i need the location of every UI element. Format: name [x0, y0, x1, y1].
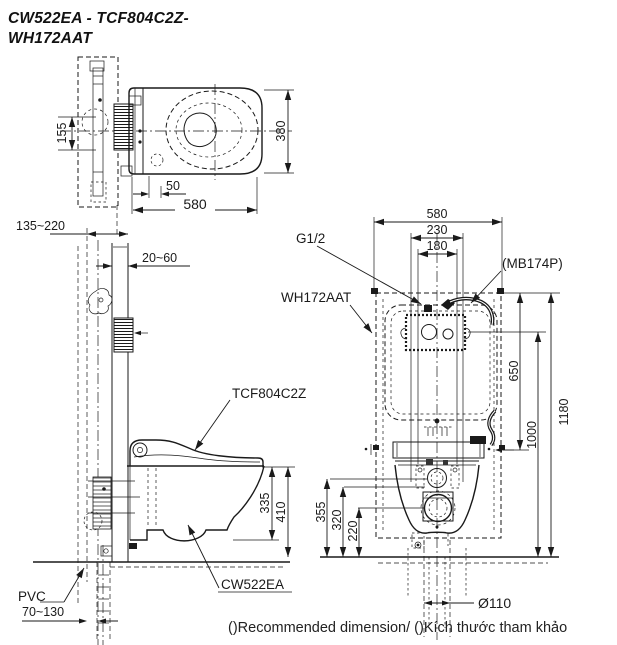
dim-180: 180	[427, 239, 448, 253]
footer-note: ()Recommended dimension/ ()Kích thước th…	[228, 620, 567, 636]
page-title-line1: CW522EA - TCF804C2Z-	[8, 10, 189, 27]
label-water-inlet: G1/2	[296, 231, 325, 246]
dim-650: 650	[507, 361, 521, 382]
dim-1180: 1180	[557, 399, 571, 426]
dim-1000: 1000	[525, 421, 539, 449]
dim-220: 220	[346, 521, 360, 542]
dim-580-front: 580	[427, 207, 448, 221]
dim-380: 380	[274, 121, 288, 142]
dim-20-60: 20~60	[142, 251, 177, 265]
dim-135-220: 135~220	[16, 219, 65, 233]
label-bowl-model: CW522EA	[221, 577, 284, 592]
dim-155: 155	[55, 123, 69, 144]
dim-320: 320	[330, 510, 344, 531]
dim-50: 50	[166, 179, 180, 193]
dim-110: Ø110	[478, 595, 511, 611]
dim-580-top: 580	[183, 196, 207, 212]
label-pvc: PVC	[18, 589, 46, 604]
dim-335: 335	[258, 493, 272, 514]
top-view: 155 380 50 580	[55, 56, 294, 236]
dim-410: 410	[274, 502, 288, 523]
front-view: 580 230 180	[281, 207, 571, 640]
label-tank-model: WH172AAT	[281, 290, 351, 305]
page-title-line2: WH172AAT	[8, 30, 93, 47]
dim-70-130: 70~130	[22, 605, 64, 619]
label-seat-model: TCF804C2Z	[232, 386, 306, 401]
side-view: 135~220 20~60	[16, 219, 306, 645]
label-hose-part: (MB174P)	[502, 256, 563, 271]
dim-230: 230	[427, 223, 448, 237]
dim-355: 355	[314, 502, 328, 523]
